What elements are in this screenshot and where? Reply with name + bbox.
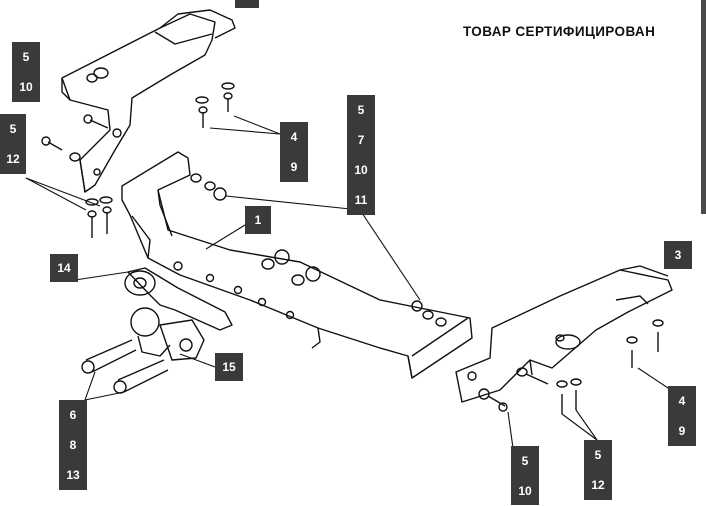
callout-stack-value: 13 [66, 468, 80, 482]
callout-stack-value: 7 [357, 133, 365, 147]
callout-stack-bottom-left: 6 8 13 [59, 400, 87, 490]
callout-stack-value: 9 [290, 160, 298, 174]
callout-stack-value: 10 [518, 484, 532, 498]
callout-stack-value: 4 [290, 130, 298, 144]
callout-stack-bottom-mid1: 5 10 [511, 446, 539, 505]
main-crossbar [121, 151, 473, 379]
callout-stack-value: 9 [678, 424, 686, 438]
callout-stack-value: 5 [521, 454, 529, 468]
callout-1: 1 [245, 206, 271, 234]
callout-stack-value: 4 [678, 394, 686, 408]
callout-stack-value: 5 [22, 50, 30, 64]
callout-stack-center-small: 4 9 [280, 122, 308, 182]
callout-stack-value: 5 [594, 448, 602, 462]
right-edge-bar [701, 0, 706, 214]
right-bracket [455, 265, 673, 403]
callout-stack-right: 4 9 [668, 386, 696, 446]
callout-stack-value: 5 [357, 103, 365, 117]
callout-stack-value: 12 [6, 152, 20, 166]
callout-stack-left: 5 12 [0, 114, 26, 174]
callout-stack-center-tall: 5 7 10 11 [347, 95, 375, 215]
callout-stack-value: 10 [354, 163, 368, 177]
hardware [41, 82, 664, 414]
callout-15: 15 [215, 353, 243, 381]
callout-stack-top-left: 5 10 [12, 42, 40, 102]
tow-ball-assembly [124, 267, 233, 361]
callout-stack-value: 6 [69, 408, 77, 422]
top-callout-stub [235, 0, 259, 8]
left-bracket [61, 9, 236, 193]
callout-3: 3 [664, 241, 692, 269]
callout-stack-value: 11 [354, 193, 368, 207]
callout-14: 14 [50, 254, 78, 282]
leader-lines [25, 115, 678, 449]
certified-label: ТОВАР СЕРТИФИЦИРОВАН [463, 24, 656, 39]
callout-stack-value: 12 [591, 478, 605, 492]
callout-stack-value: 5 [9, 122, 17, 136]
callout-stack-value: 10 [19, 80, 33, 94]
callout-stack-value: 8 [69, 438, 77, 452]
callout-stack-bottom-mid2: 5 12 [584, 440, 612, 500]
